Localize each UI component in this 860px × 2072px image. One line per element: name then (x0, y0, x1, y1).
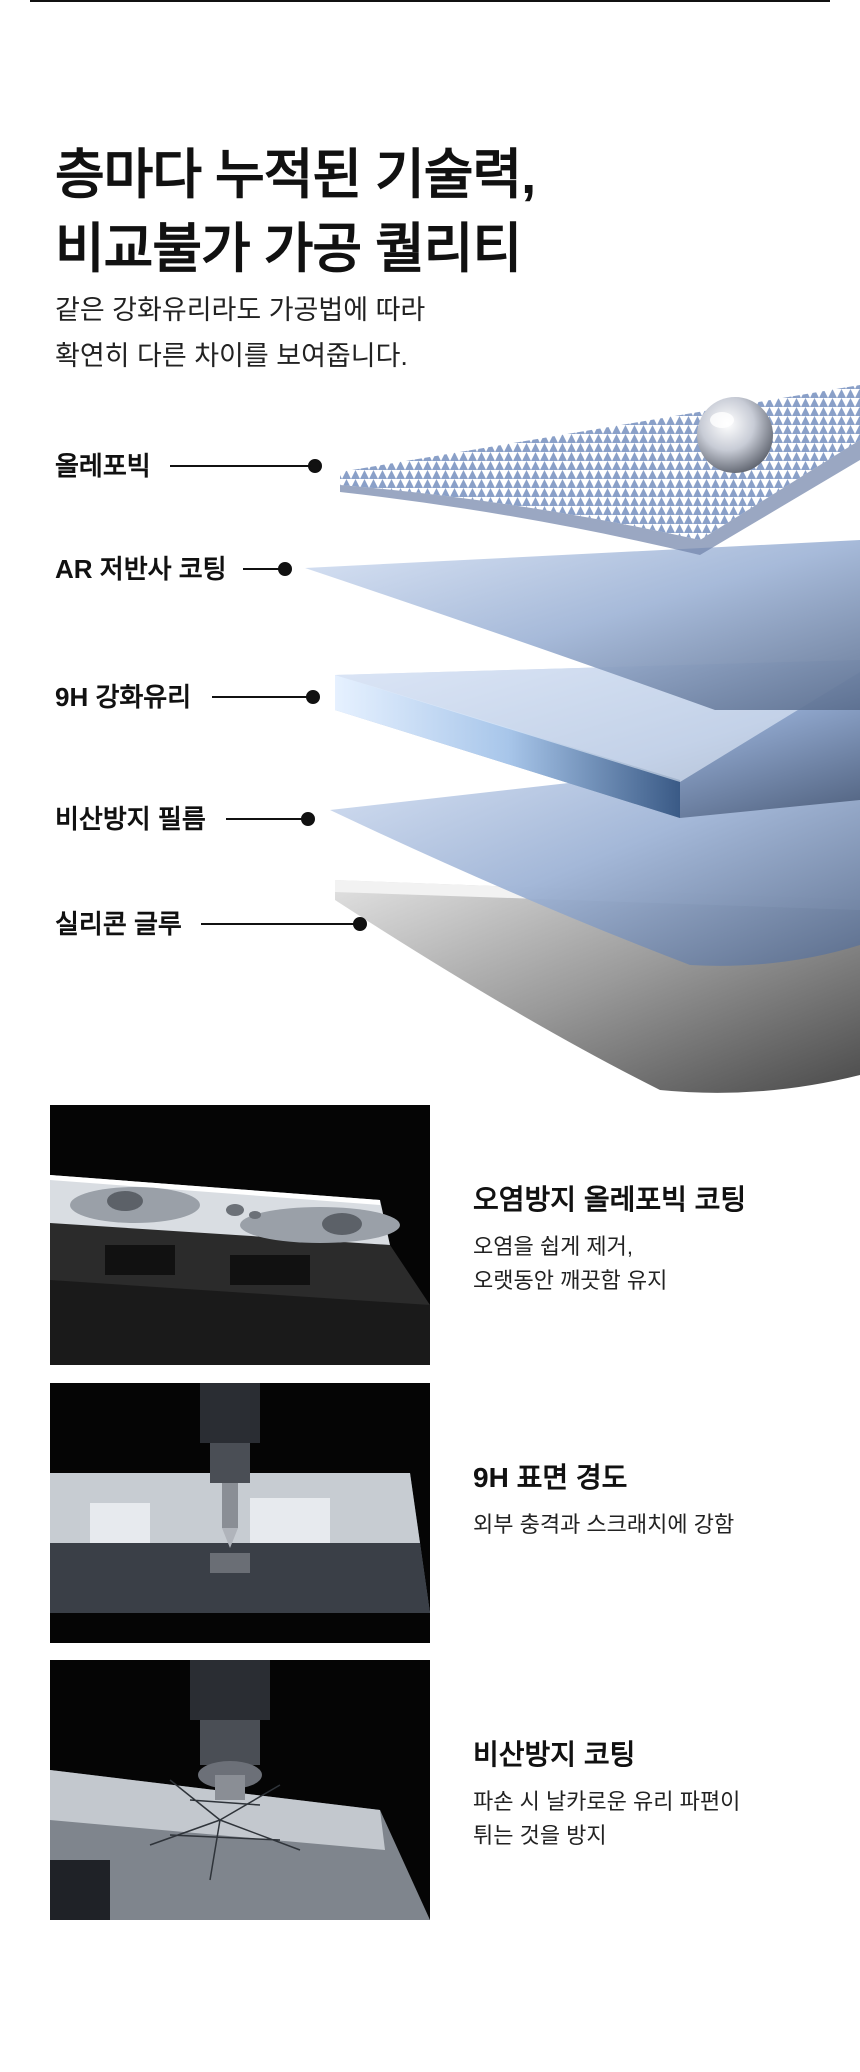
feature-oleophobic: 오염방지 올레포빅 코팅 오염을 쉽게 제거, 오랫동안 깨끗함 유지 (50, 1105, 830, 1365)
top-divider (30, 0, 830, 2)
feature-desc-line: 파손 시 날카로운 유리 파편이 (473, 1789, 741, 1814)
layer-label-silicone-glue: 실리콘 글루 (55, 909, 182, 939)
layer-label-ar-coating: AR 저반사 코팅 (55, 554, 227, 584)
layer-label-oleophobic: 올레포빅 (55, 451, 151, 481)
headline-line-2: 비교불가 가공 퀄리티 (55, 219, 522, 279)
page-subcopy: 같은 강화유리라도 가공법에 따라 확연히 다른 차이를 보여줍니다. (55, 287, 425, 379)
layer-label-tempered-glass: 9H 강화유리 (55, 682, 192, 712)
subcopy-line-2: 확연히 다른 차이를 보여줍니다. (55, 341, 408, 371)
feature-desc-line: 튀는 것을 방지 (473, 1823, 607, 1848)
feature-desc-line: 오랫동안 깨끗함 유지 (473, 1268, 668, 1293)
layer-stack-illustration (170, 385, 860, 1093)
feature-9h-hardness: 9H 표면 경도 외부 충격과 스크래치에 강함 (50, 1383, 830, 1643)
ar-coating-layer (305, 540, 860, 710)
layer-label-shatterproof-film: 비산방지 필름 (55, 804, 206, 834)
oleophobic-layer (340, 385, 860, 540)
page-headline: 층마다 누적된 기술력, 비교불가 가공 퀄리티 (55, 138, 536, 286)
feature-desc-shatterproof: 파손 시 날카로운 유리 파편이 튀는 것을 방지 (473, 1785, 740, 1853)
layer-diagram: 올레포빅 AR 저반사 코팅 9H 강화유리 비산방지 필름 실리콘 글루 (0, 380, 860, 1100)
shattered-glass-press-image (50, 1660, 430, 1920)
water-droplets-on-glass-image (50, 1105, 430, 1365)
feature-shatterproof: 비산방지 코팅 파손 시 날카로운 유리 파편이 튀는 것을 방지 (50, 1660, 830, 1920)
feature-desc-line: 외부 충격과 스크래치에 강함 (473, 1512, 735, 1537)
feature-desc-line: 오염을 쉽게 제거, (473, 1234, 634, 1259)
feature-title-9h-hardness: 9H 표면 경도 (473, 1462, 628, 1493)
feature-title-oleophobic: 오염방지 올레포빅 코팅 (473, 1184, 747, 1215)
water-droplet (697, 397, 773, 473)
feature-desc-oleophobic: 오염을 쉽게 제거, 오랫동안 깨끗함 유지 (473, 1230, 667, 1298)
headline-line-1: 층마다 누적된 기술력, (55, 145, 536, 205)
feature-title-shatterproof: 비산방지 코팅 (473, 1739, 636, 1770)
hardness-test-stylus-image (50, 1383, 430, 1643)
feature-desc-9h-hardness: 외부 충격과 스크래치에 강함 (473, 1508, 734, 1542)
subcopy-line-1: 같은 강화유리라도 가공법에 따라 (55, 295, 426, 325)
